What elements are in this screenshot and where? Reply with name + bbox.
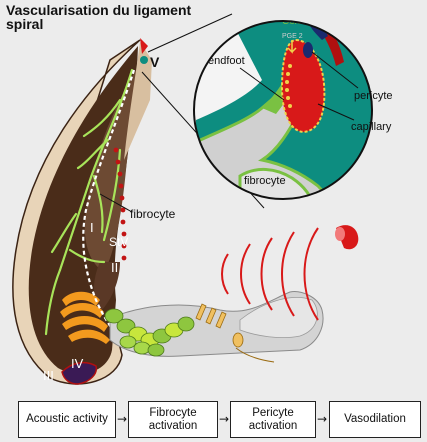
flow-box-label: Fibrocyte activation	[148, 406, 198, 432]
red-dots	[113, 147, 127, 261]
pericyte-leader	[311, 51, 359, 89]
flow-arrow-icon: →	[317, 412, 328, 426]
ligament-region-ii	[94, 262, 120, 312]
inset-label-cox1: Cox1	[282, 16, 306, 27]
hair-cells	[195, 303, 244, 348]
v-marker	[140, 38, 148, 54]
flow-box-label: Pericyte activation	[248, 406, 298, 432]
label-i: I	[90, 220, 94, 235]
inset-yellow-dots	[285, 64, 292, 108]
flow-arrow-icon: →	[117, 412, 128, 426]
zoom-line-top	[147, 13, 233, 53]
endfoot-leader	[239, 67, 285, 101]
ligament-region-v	[124, 42, 152, 160]
inset-capillary	[280, 21, 344, 134]
sound-waves	[221, 227, 319, 321]
flow-box-acoustic-activity: Acoustic activity	[18, 401, 116, 438]
label-fibrocyte: fibrocyte	[130, 207, 176, 221]
sound-source-icon	[335, 225, 359, 250]
inset-label-pericyte: pericyte	[354, 90, 393, 102]
v-teal-dot	[140, 56, 148, 64]
zoom-inset: Cox1 PGE 2	[193, 16, 373, 200]
organ-of-corti	[104, 291, 324, 363]
lower-vessel	[61, 361, 98, 385]
label-v: V	[150, 54, 160, 70]
inset-label-capillary: capillary	[351, 121, 392, 133]
flow-box-vasodilation: Vasodilation	[329, 401, 421, 438]
ligament-vessels	[44, 68, 134, 336]
inset-arrow-icon	[287, 40, 297, 54]
fibrocyte-leader	[99, 193, 133, 213]
ligament-region-i	[84, 70, 136, 272]
nerve-fiber	[235, 347, 275, 363]
flow-box-fibrocyte-activation: Fibrocyte activation	[128, 401, 218, 438]
inset-label-endfoot: endfoot	[208, 55, 245, 67]
diagram-title: Vascularisation du ligament spiral	[6, 2, 192, 32]
inset-label-pge2: PGE 2	[282, 33, 303, 40]
dashed-vessel	[82, 69, 136, 345]
label-ii: II	[111, 260, 118, 275]
flow-box-label: Vasodilation	[344, 413, 406, 425]
tectorial-region	[239, 297, 318, 338]
label-stv: StV	[109, 235, 128, 249]
flow-box-pericyte-activation: Pericyte activation	[230, 401, 316, 438]
inset-fibrocyte-inner	[238, 168, 318, 199]
label-iv: IV	[71, 356, 84, 371]
green-cells	[104, 308, 195, 357]
inset-label-fibrocyte: fibrocyte	[244, 175, 286, 187]
orange-fan	[60, 291, 110, 344]
flow-arrow-icon: →	[219, 412, 230, 426]
capillary-leader	[317, 103, 355, 121]
label-iii: III	[43, 368, 54, 383]
flow-box-label: Acoustic activity	[26, 413, 108, 425]
